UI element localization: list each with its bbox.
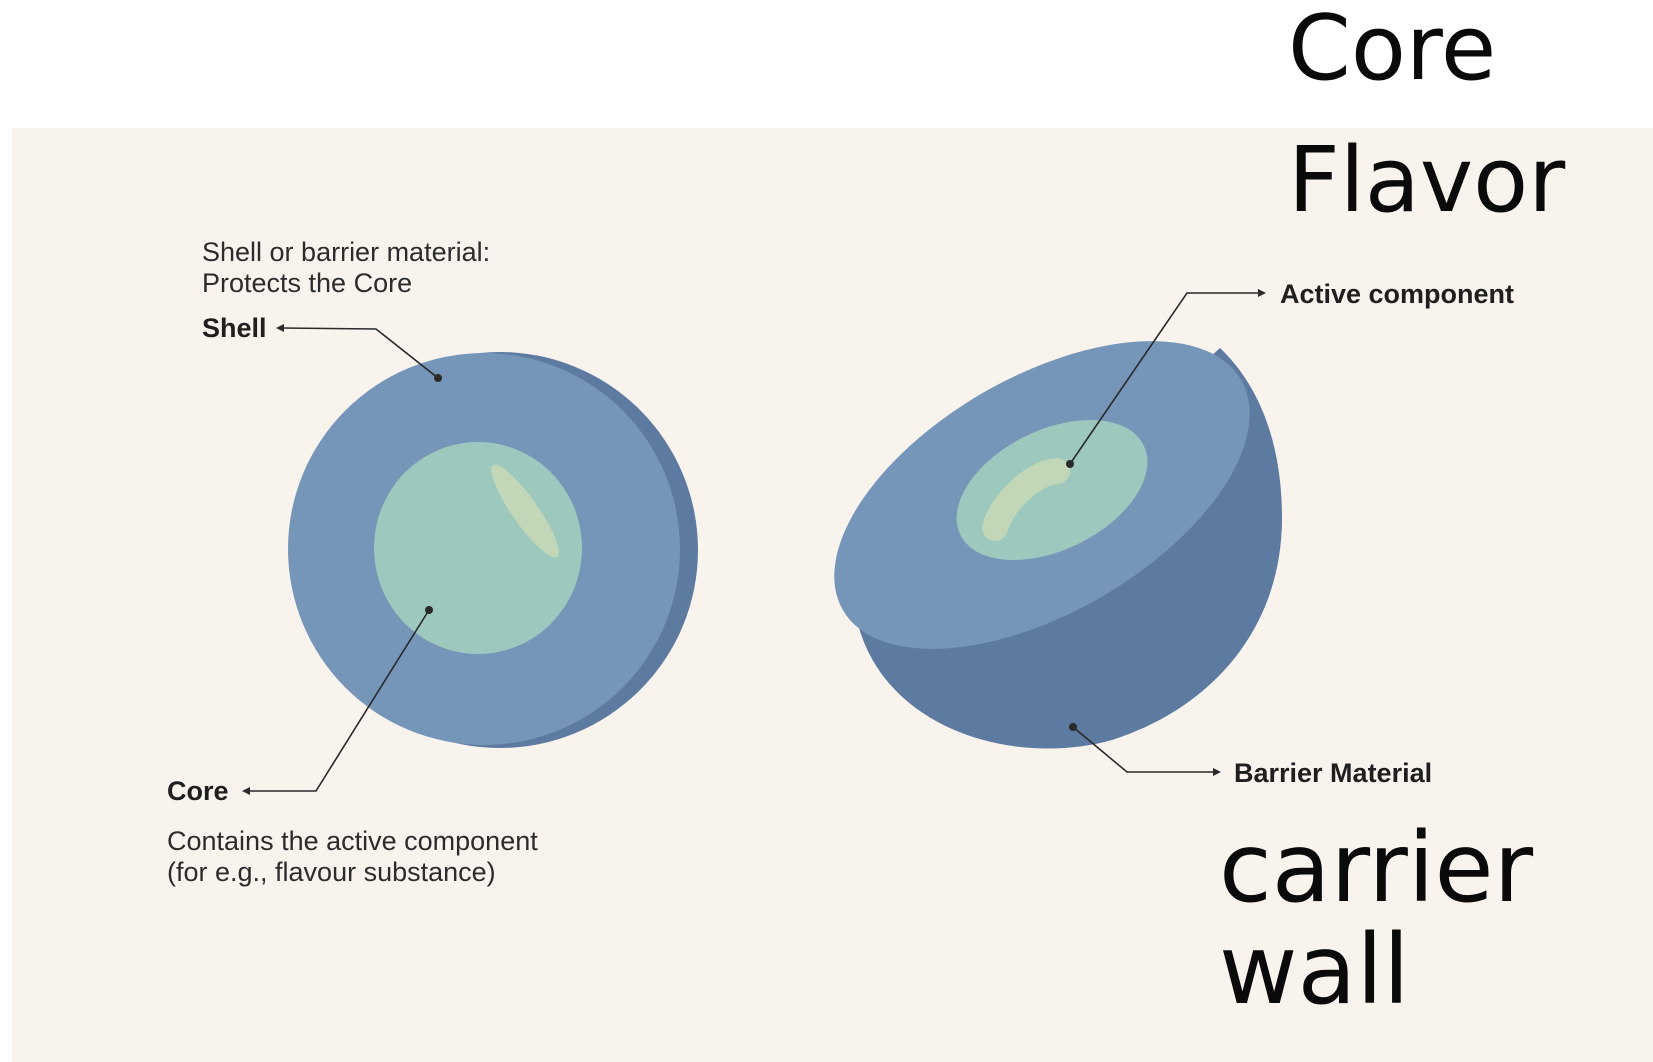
core-label: Core xyxy=(167,776,229,806)
active-component-label: Active component xyxy=(1280,279,1514,309)
shell-leader-dot xyxy=(434,374,442,382)
core-leader-dot xyxy=(425,606,433,614)
core-description-line-1: Contains the active component xyxy=(167,826,538,856)
active-component-leader-arrow xyxy=(1258,289,1266,297)
barrier-material-leader-dot xyxy=(1069,723,1077,731)
core-description-line-2: (for e.g., flavour substance) xyxy=(167,857,496,887)
shell-description-line-1: Shell or barrier material: xyxy=(202,237,490,267)
overlay-word-core: Core xyxy=(1288,4,1496,94)
shell-description-line-2: Protects the Core xyxy=(202,268,412,298)
shell-leader-arrow xyxy=(276,324,284,332)
overlay-word-wall: wall xyxy=(1219,922,1410,1018)
shell-label: Shell xyxy=(202,313,267,343)
core-leader-arrow xyxy=(242,787,250,795)
barrier-material-leader-arrow xyxy=(1213,768,1221,776)
barrier-material-label: Barrier Material xyxy=(1234,758,1432,788)
overlay-word-flavor: Flavor xyxy=(1288,136,1565,226)
overlay-word-carrier: carrier xyxy=(1219,820,1533,916)
active-component-leader-dot xyxy=(1066,460,1074,468)
